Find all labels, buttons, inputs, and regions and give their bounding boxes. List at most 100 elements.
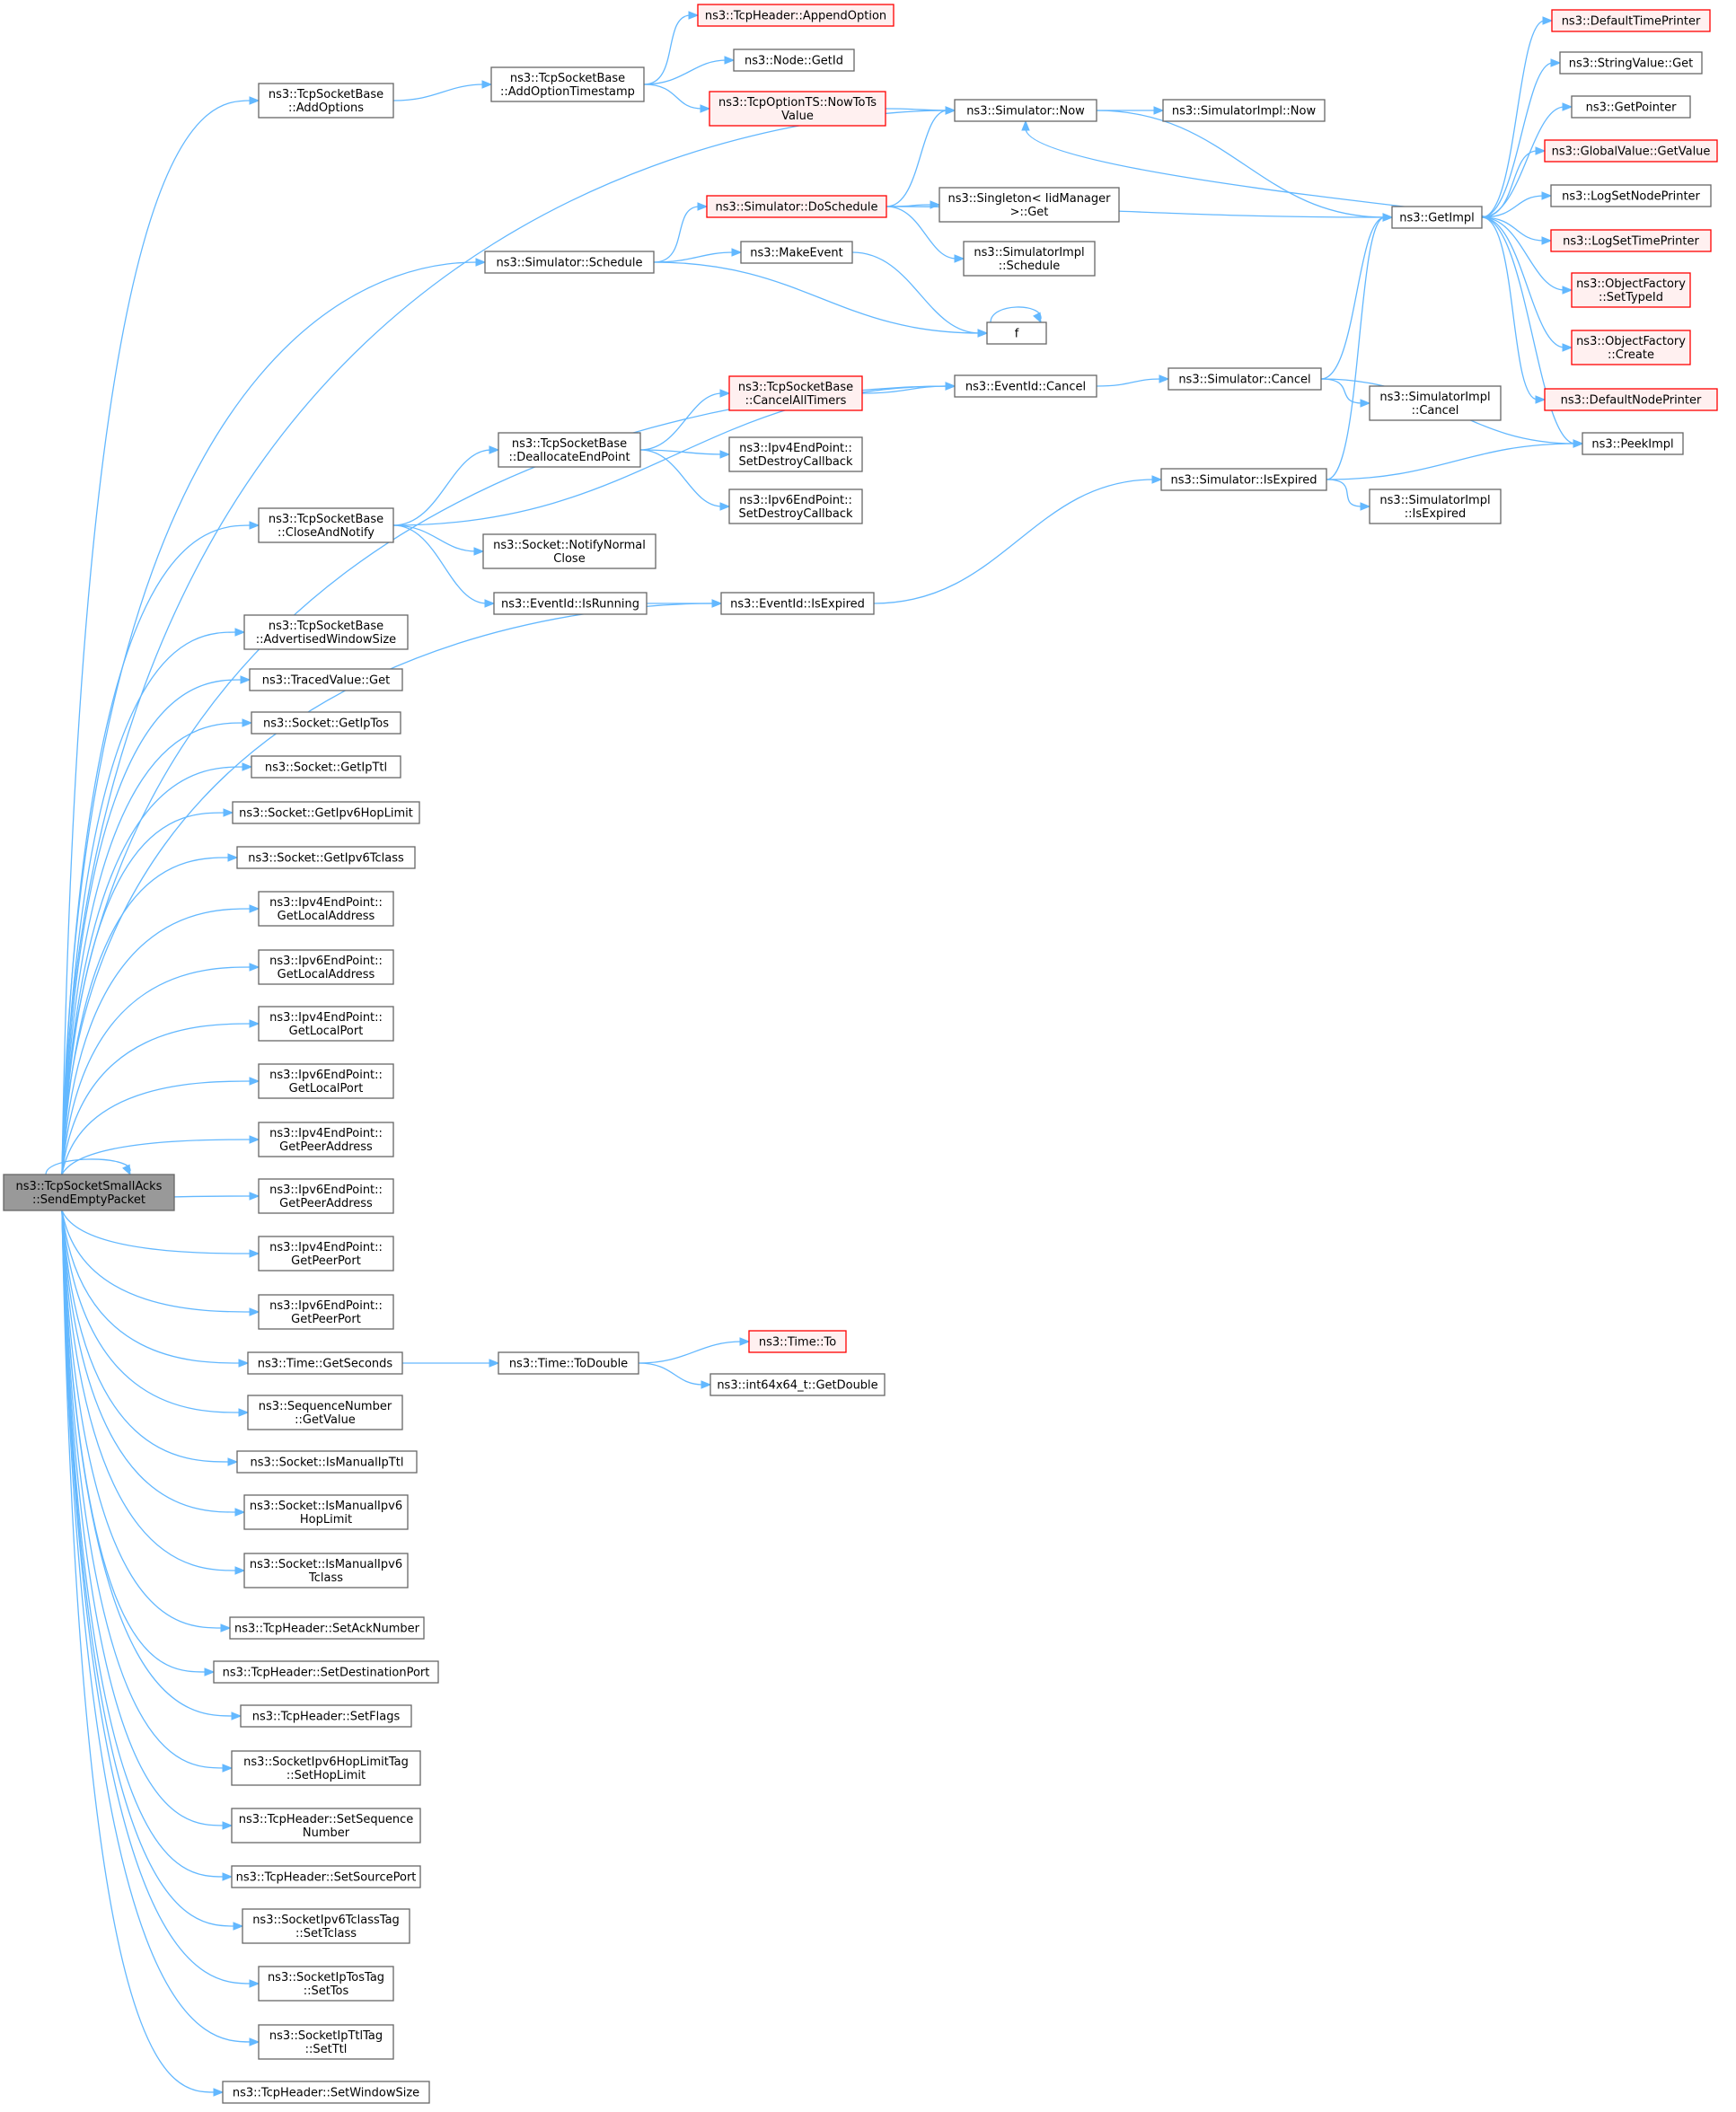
node-simCancel[interactable]: ns3::Simulator::Cancel — [1168, 367, 1322, 391]
node-appendOpt[interactable]: ns3::TcpHeader::AppendOption — [697, 4, 894, 27]
node-box[interactable] — [482, 533, 657, 569]
node-ofCreate[interactable]: ns3::ObjectFactory::Create — [1571, 330, 1691, 365]
node-box[interactable] — [1582, 432, 1684, 455]
node-box[interactable] — [1571, 95, 1691, 119]
node-getIpTtl[interactable]: ns3::Socket::GetIpTtl — [251, 755, 401, 779]
node-box[interactable] — [251, 755, 401, 779]
node-ipv4LocalPort[interactable]: ns3::Ipv4EndPoint::GetLocalPort — [258, 1006, 394, 1042]
node-box[interactable] — [258, 1178, 394, 1214]
node-box[interactable] — [251, 711, 401, 735]
node-simImplSched[interactable]: ns3::SimulatorImpl::Schedule — [963, 241, 1096, 277]
node-box[interactable] — [493, 592, 648, 615]
node-advWinSize[interactable]: ns3::TcpSocketBase::AdvertisedWindowSize — [243, 614, 409, 650]
node-box[interactable] — [954, 374, 1097, 398]
node-simSchedule[interactable]: ns3::Simulator::Schedule — [484, 251, 655, 274]
node-box[interactable] — [697, 4, 894, 27]
node-box[interactable] — [258, 1063, 394, 1099]
node-addOptions[interactable]: ns3::TcpSocketBase::AddOptions — [258, 83, 394, 119]
node-box[interactable] — [258, 1236, 394, 1272]
node-ipv6PeerAddr[interactable]: ns3::Ipv6EndPoint::GetPeerAddress — [258, 1178, 394, 1214]
node-box[interactable] — [1162, 99, 1326, 122]
node-cancelTimers[interactable]: ns3::TcpSocketBase::CancelAllTimers — [728, 375, 863, 411]
node-simNow[interactable]: ns3::Simulator::Now — [954, 99, 1097, 122]
node-box[interactable] — [247, 1351, 403, 1375]
node-box[interactable] — [963, 241, 1096, 277]
node-box[interactable] — [728, 488, 863, 524]
node-defNodePrinter[interactable]: ns3::DefaultNodePrinter — [1544, 388, 1718, 411]
node-box[interactable] — [258, 891, 394, 927]
node-ipv4LocalAddr[interactable]: ns3::Ipv4EndPoint::GetLocalAddress — [258, 891, 394, 927]
node-deallocEp[interactable]: ns3::TcpSocketBase::DeallocateEndPoint — [498, 432, 641, 468]
node-box[interactable] — [1550, 229, 1712, 252]
node-setFlags[interactable]: ns3::TcpHeader::SetFlags — [240, 1704, 412, 1728]
node-ipv4SetDestroy[interactable]: ns3::Ipv4EndPoint::SetDestroyCallback — [728, 436, 863, 472]
node-timeTo[interactable]: ns3::Time::To — [748, 1330, 847, 1353]
node-makeEvent[interactable]: ns3::MakeEvent — [740, 241, 853, 264]
node-box[interactable] — [720, 592, 875, 615]
node-singleton[interactable]: ns3::Singleton< IidManager>::Get — [938, 187, 1120, 223]
node-ipv6LocalAddr[interactable]: ns3::Ipv6EndPoint::GetLocalAddress — [258, 949, 394, 985]
node-box[interactable] — [243, 614, 409, 650]
node-box[interactable] — [258, 507, 394, 543]
node-box[interactable] — [229, 1616, 425, 1640]
node-box[interactable] — [733, 48, 855, 72]
node-getIpTos[interactable]: ns3::Socket::GetIpTos — [251, 711, 401, 735]
node-box[interactable] — [258, 1966, 394, 2002]
node-box[interactable] — [484, 251, 655, 274]
node-closeNotify[interactable]: ns3::TcpSocketBase::CloseAndNotify — [258, 507, 394, 543]
node-box[interactable] — [938, 187, 1120, 223]
node-simIsExpired[interactable]: ns3::Simulator::IsExpired — [1160, 468, 1327, 491]
node-addOptTs[interactable]: ns3::TcpSocketBase::AddOptionTimestamp — [490, 66, 645, 102]
node-setWindowSize[interactable]: ns3::TcpHeader::SetWindowSize — [222, 2081, 430, 2104]
node-box[interactable] — [231, 1865, 421, 1888]
node-ipv6PeerPort[interactable]: ns3::Ipv6EndPoint::GetPeerPort — [258, 1294, 394, 1330]
node-f[interactable]: f — [986, 321, 1047, 345]
node-defTimePrinter[interactable]: ns3::DefaultTimePrinter — [1551, 9, 1711, 32]
node-nodeGetId[interactable]: ns3::Node::GetId — [733, 48, 855, 72]
node-box[interactable] — [258, 1122, 394, 1157]
node-box[interactable] — [240, 1704, 412, 1728]
node-ipv6LocalPort[interactable]: ns3::Ipv6EndPoint::GetLocalPort — [258, 1063, 394, 1099]
node-eventCancel[interactable]: ns3::EventId::Cancel — [954, 374, 1097, 398]
node-isManualIpTtl[interactable]: ns3::Socket::IsManualIpTtl — [236, 1450, 418, 1474]
node-box[interactable] — [1551, 9, 1711, 32]
node-isRunning[interactable]: ns3::EventId::IsRunning — [493, 592, 648, 615]
node-box[interactable] — [490, 66, 645, 102]
node-simImplIsExpired[interactable]: ns3::SimulatorImpl::IsExpired — [1369, 488, 1502, 524]
node-box[interactable] — [986, 321, 1047, 345]
node-setHopLimit[interactable]: ns3::SocketIpv6HopLimitTag::SetHopLimit — [231, 1750, 421, 1786]
node-doSchedule[interactable]: ns3::Simulator::DoSchedule — [706, 195, 887, 218]
node-box[interactable] — [748, 1330, 847, 1353]
node-box[interactable] — [243, 1494, 409, 1530]
node-box[interactable] — [709, 91, 886, 127]
node-ofSetTypeId[interactable]: ns3::ObjectFactory::SetTypeId — [1571, 272, 1691, 308]
node-box[interactable] — [258, 2024, 394, 2060]
node-simImplCancel[interactable]: ns3::SimulatorImpl::Cancel — [1369, 385, 1502, 421]
node-getPointer[interactable]: ns3::GetPointer — [1571, 95, 1691, 119]
node-box[interactable] — [232, 801, 420, 824]
node-box[interactable] — [3, 1174, 175, 1211]
node-box[interactable] — [258, 949, 394, 985]
node-ipv6SetDestroy[interactable]: ns3::Ipv6EndPoint::SetDestroyCallback — [728, 488, 863, 524]
node-box[interactable] — [258, 1006, 394, 1042]
node-box[interactable] — [236, 846, 416, 869]
node-box[interactable] — [498, 432, 641, 468]
node-box[interactable] — [706, 195, 887, 218]
node-setTtl[interactable]: ns3::SocketIpTtlTag::SetTtl — [258, 2024, 394, 2060]
node-setTos[interactable]: ns3::SocketIpTosTag::SetTos — [258, 1966, 394, 2002]
node-box[interactable] — [236, 1450, 418, 1474]
node-box[interactable] — [231, 1808, 421, 1844]
node-getIpv6Tclass[interactable]: ns3::Socket::GetIpv6Tclass — [236, 846, 416, 869]
node-box[interactable] — [1571, 272, 1691, 308]
node-setTclass[interactable]: ns3::SocketIpv6TclassTag::SetTclass — [242, 1908, 410, 1944]
node-box[interactable] — [1544, 388, 1718, 411]
node-box[interactable] — [1559, 51, 1703, 75]
node-box[interactable] — [1571, 330, 1691, 365]
node-int64GetDouble[interactable]: ns3::int64x64_t::GetDouble — [709, 1373, 886, 1396]
node-box[interactable] — [213, 1660, 439, 1684]
node-ipv4PeerPort[interactable]: ns3::Ipv4EndPoint::GetPeerPort — [258, 1236, 394, 1272]
